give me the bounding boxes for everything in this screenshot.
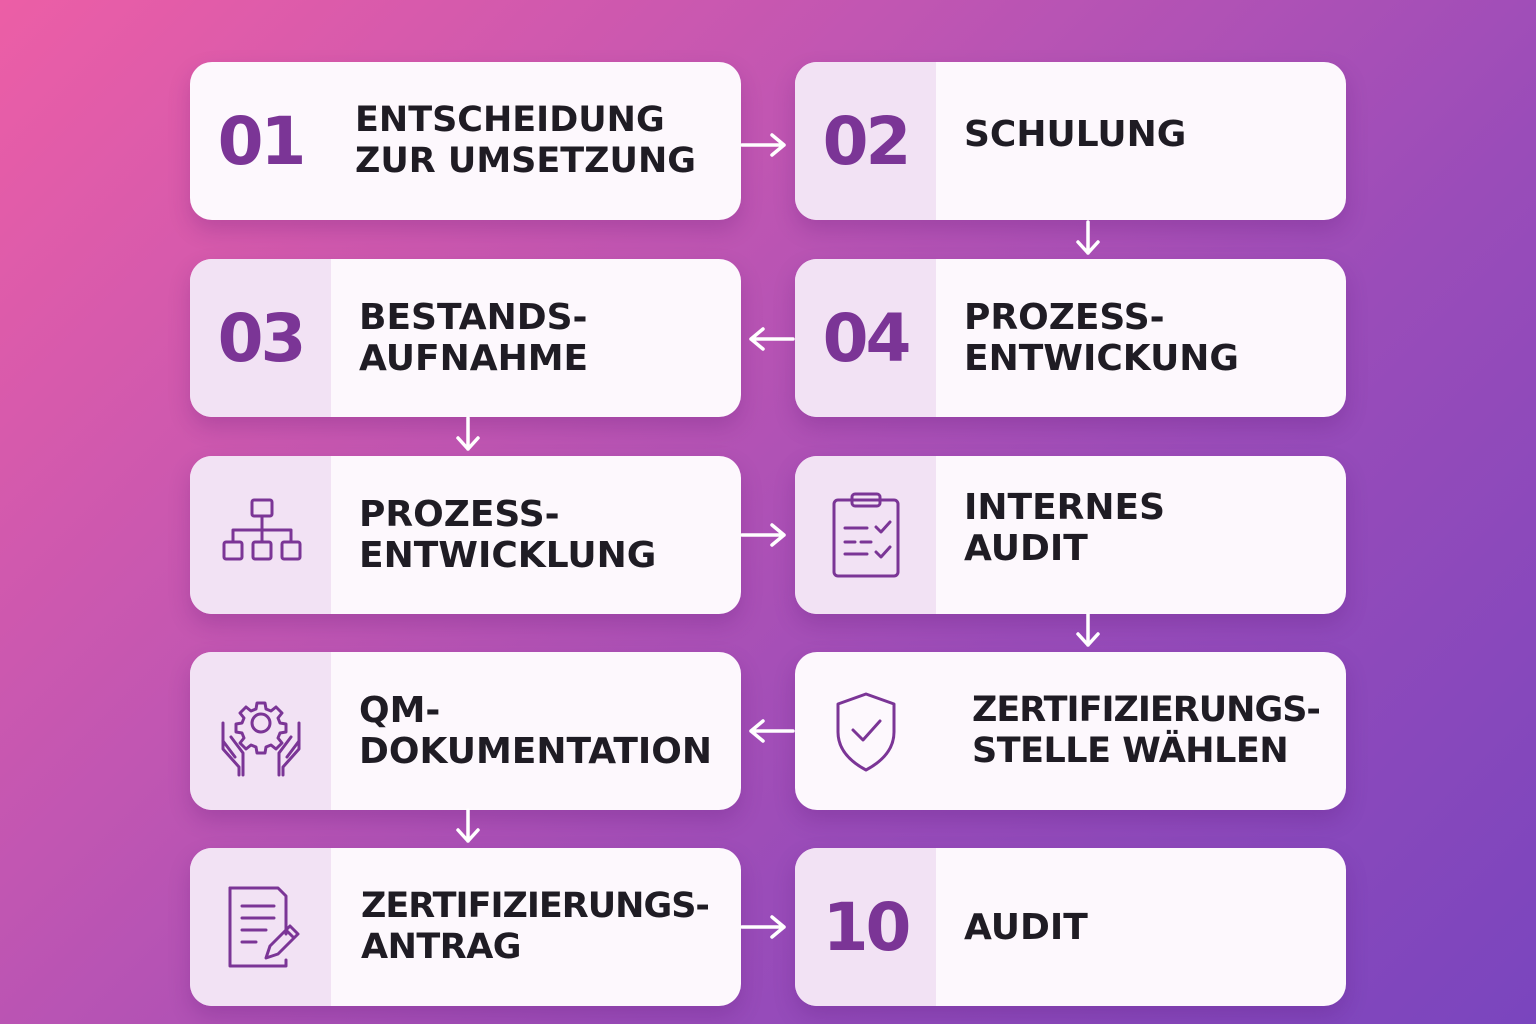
step-card-5: PROZESS- ENTWICKLUNG [190, 456, 741, 614]
step-badge: 02 [795, 62, 936, 220]
step-label-line-2: ENTWICKLUNG [359, 535, 657, 576]
step-card-1: 01 ENTSCHEIDUNG ZUR UMSETZUNG [190, 62, 741, 220]
step-label-line-2: STELLE WÄHLEN [972, 731, 1289, 771]
arrow-down-6-8 [1076, 612, 1100, 647]
step-number: 01 [217, 102, 307, 180]
step-badge: 01 [190, 62, 331, 220]
arrow-right-5-6 [740, 523, 786, 547]
step-badge [190, 652, 331, 810]
step-badge [190, 456, 331, 614]
step-label-line-1: SCHULUNG [964, 113, 1187, 155]
step-card-4: 04 PROZESS- ENTWICKUNG [795, 259, 1346, 417]
document-pen-icon [228, 886, 299, 968]
step-label-line-1: AUDIT [964, 906, 1088, 948]
step-badge [795, 456, 936, 614]
step-label-line-1: ZERTIFIZIERUNGS- [361, 886, 710, 926]
step-label: QM- DOKUMENTATION [331, 652, 741, 810]
step-card-8: ZERTIFIZIERUNGS- STELLE WÄHLEN [795, 652, 1346, 810]
step-label-line-2: DOKUMENTATION [359, 731, 713, 772]
step-badge: 10 [795, 848, 936, 1006]
step-card-9: ZERTIFIZIERUNGS- ANTRAG [190, 848, 741, 1006]
step-label: INTERNES AUDIT [936, 456, 1346, 614]
step-label-line-1: BESTANDS- [359, 297, 588, 338]
shield-check-icon [836, 692, 895, 772]
step-label: ENTSCHEIDUNG ZUR UMSETZUNG [331, 62, 741, 220]
step-number: 02 [822, 102, 912, 180]
step-label-line-1: PROZESS- [964, 297, 1165, 338]
step-badge [795, 652, 936, 810]
step-label-line-1: QM- [359, 690, 441, 731]
step-label: ZERTIFIZIERUNGS- STELLE WÄHLEN [936, 652, 1346, 810]
gear-hands-icon [221, 701, 300, 777]
arrow-down-2-4 [1076, 220, 1100, 255]
step-label-line-1: PROZESS- [359, 494, 560, 535]
arrow-left-4-3 [749, 327, 795, 351]
arrow-right-9-10 [740, 915, 786, 939]
step-badge: 03 [190, 259, 331, 417]
step-label-line-1: ENTSCHEIDUNG [355, 100, 665, 140]
step-card-7: QM- DOKUMENTATION [190, 652, 741, 810]
step-label-line-2: AUDIT [964, 528, 1088, 569]
step-card-2: 02 SCHULUNG [795, 62, 1346, 220]
step-number: 10 [822, 888, 912, 966]
step-label: ZERTIFIZIERUNGS- ANTRAG [331, 848, 741, 1006]
step-badge: 04 [795, 259, 936, 417]
step-label: SCHULUNG [936, 62, 1346, 220]
arrow-down-7-9 [456, 808, 480, 843]
step-label: PROZESS- ENTWICKUNG [936, 259, 1346, 417]
step-card-10: 10 AUDIT [795, 848, 1346, 1006]
step-label: PROZESS- ENTWICKLUNG [331, 456, 741, 614]
step-label: BESTANDS- AUFNAHME [331, 259, 741, 417]
step-label: AUDIT [936, 848, 1346, 1006]
step-number: 04 [822, 299, 912, 377]
clipboard-check-icon [832, 492, 899, 578]
step-label-line-2: ZUR UMSETZUNG [355, 141, 696, 181]
step-label-line-2: AUFNAHME [359, 338, 589, 379]
step-label-line-2: ANTRAG [361, 927, 522, 967]
step-label-line-1: ZERTIFIZIERUNGS- [972, 690, 1321, 730]
arrow-right-1-2 [740, 133, 786, 157]
arrow-left-8-7 [749, 719, 795, 743]
hierarchy-icon [222, 498, 301, 561]
step-card-6: INTERNES AUDIT [795, 456, 1346, 614]
step-label-line-1: INTERNES [964, 487, 1166, 528]
step-card-3: 03 BESTANDS- AUFNAHME [190, 259, 741, 417]
step-number: 03 [217, 299, 307, 377]
step-label-line-2: ENTWICKUNG [964, 338, 1239, 379]
step-badge [190, 848, 331, 1006]
arrow-down-3-5 [456, 416, 480, 451]
